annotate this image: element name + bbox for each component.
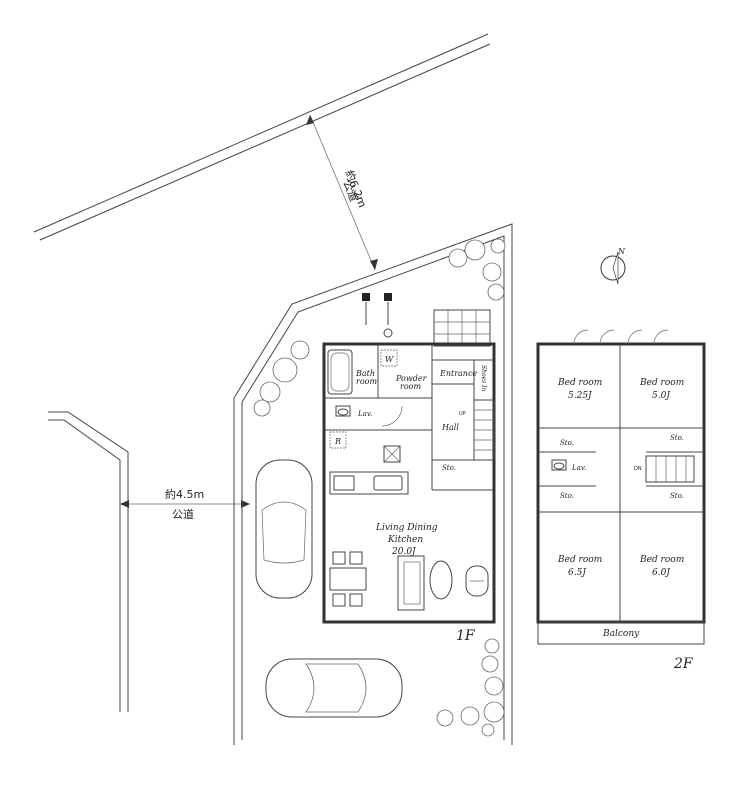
bed-nw-label-1: Bed room — [557, 378, 602, 388]
lavatory-label-1f: Lav. — [357, 410, 372, 418]
bathtub-icon — [327, 349, 353, 395]
lavatory-label-2f: Lav. — [571, 464, 586, 472]
stairs-icon — [473, 399, 495, 461]
shoe-in-label: Shoes In — [480, 365, 487, 391]
bed-ne-label-1: Bed room — [639, 378, 684, 388]
north-arrow-icon: N — [600, 247, 626, 285]
road-left-type: 公道 — [172, 507, 194, 521]
hall-label: Hall — [441, 423, 459, 432]
stairs-icon — [645, 455, 695, 483]
bath-label-1: Bath — [355, 369, 375, 378]
refrigerator-label: R — [334, 437, 341, 446]
road-left-distance: 約4.5m — [165, 487, 204, 501]
powder-label-2: room — [400, 382, 421, 391]
toilet-icon — [551, 459, 567, 471]
washer-label: W — [385, 355, 394, 364]
storage-label-1f: Sto. — [442, 464, 456, 472]
floor1-label: 1F — [456, 628, 476, 644]
ldk-label-1: Living Dining — [375, 523, 438, 533]
road-top: 約6.2m 公道 — [33, 33, 491, 271]
dining-table-icon — [329, 551, 367, 607]
bed-nw-label-2: 5.25J — [568, 391, 593, 401]
tree-icon — [253, 238, 506, 737]
floor-1: Bath room W Powder room Lav. R Entrance … — [322, 342, 496, 644]
ldk-label-3: 20.0J — [391, 547, 417, 557]
entrance-paving — [362, 293, 491, 347]
bath-label-2: room — [356, 377, 377, 386]
bed-se-label-2: 6.0J — [652, 568, 671, 578]
bed-sw-label-2: 6.5J — [568, 568, 587, 578]
bed-sw-label-1: Bed room — [557, 555, 602, 565]
powder-label-1: Powder — [395, 374, 428, 383]
car-icon — [255, 459, 403, 718]
up-label: UP — [459, 411, 466, 417]
down-label: DN — [634, 466, 642, 472]
sto-label-3: Sto. — [560, 492, 574, 500]
sto-label-1: Sto. — [560, 439, 574, 447]
floor-2: Balcony Bed room 5.25J Bed room 5.0J Bed… — [536, 329, 706, 672]
bed-ne-label-2: 5.0J — [652, 391, 671, 401]
north-label: N — [617, 247, 626, 256]
sto-label-4: Sto. — [670, 492, 684, 500]
sofa-icon — [397, 555, 425, 611]
toilet-icon — [335, 405, 351, 417]
floor2-label: 2F — [673, 656, 694, 672]
ldk-label-2: Kitchen — [387, 535, 423, 545]
balcony-label: Balcony — [602, 629, 640, 639]
sto-label-2: Sto. — [670, 434, 684, 442]
entrance-label: Entrance — [439, 369, 477, 378]
bed-se-label-1: Bed room — [639, 555, 684, 565]
site-boundary — [233, 223, 513, 745]
road-left: 約4.5m 公道 — [48, 411, 250, 712]
